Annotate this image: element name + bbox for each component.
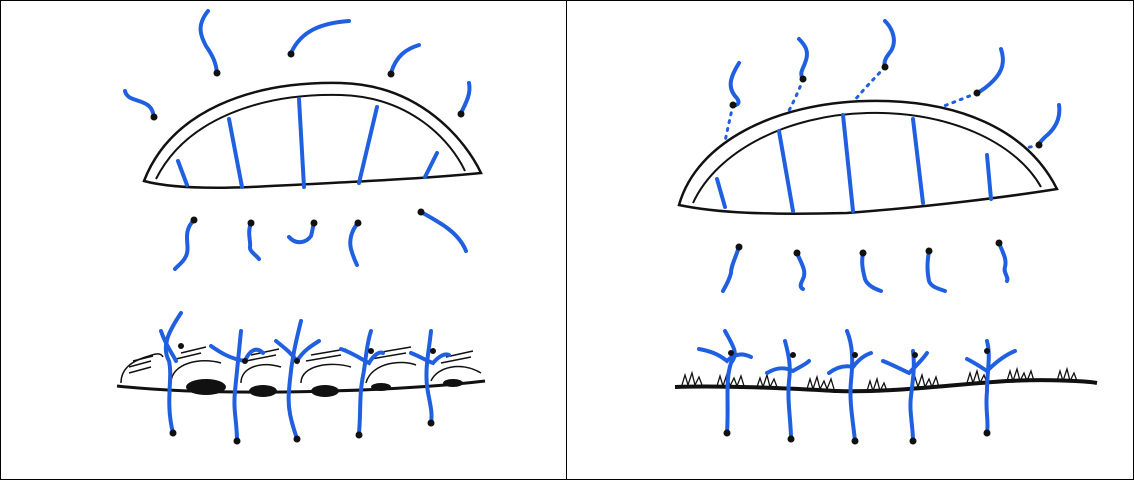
panel-left-drawing [1,1,567,481]
fibers-floating-middle [175,212,466,269]
fiber-ends-middle [191,209,425,227]
capsule-right [679,101,1057,214]
panel-right-drawing [567,1,1134,481]
capsule-left [144,83,481,188]
panel-left [0,0,566,480]
anchored-fibers-left [161,313,449,441]
fibers-floating-middle-right [723,243,1007,291]
panel-right [566,0,1134,480]
fiber-ends-middle-right [736,240,1003,257]
substrate-right [675,369,1097,391]
